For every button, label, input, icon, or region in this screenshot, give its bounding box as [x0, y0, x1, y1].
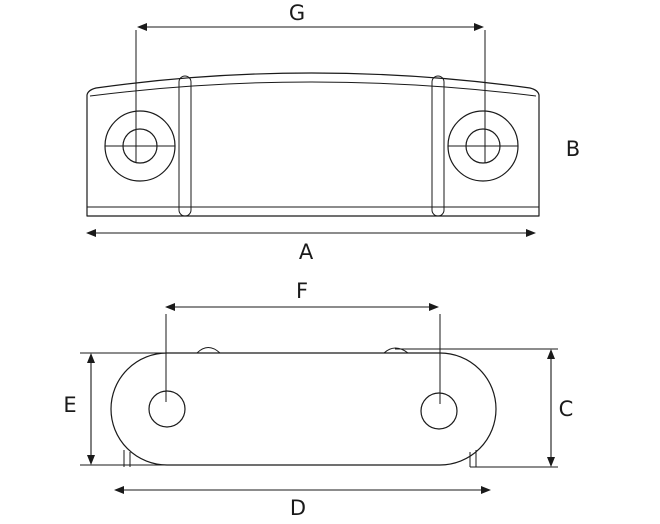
plan-view-bump-left [196, 347, 221, 354]
dimension-a-label: A [299, 240, 314, 264]
plan-view-hole-right [420, 392, 458, 430]
plan-view-hole-left [148, 390, 186, 428]
side-view-hole-right [447, 110, 519, 182]
dimension-a [86, 229, 536, 237]
dimension-f [165, 303, 439, 311]
plan-view: F E C D [63, 279, 573, 520]
dimension-g-label: G [289, 1, 305, 25]
dimension-d [114, 486, 491, 494]
dimension-d-label: D [290, 496, 306, 520]
side-view: G A B [86, 1, 580, 264]
dimension-e-label: E [63, 393, 76, 417]
dimension-g [137, 23, 484, 31]
dimension-e [87, 353, 95, 465]
dimension-b-label: B [566, 137, 580, 161]
side-view-hole-left [104, 110, 176, 182]
side-view-rib-right [431, 75, 445, 217]
plan-view-feet [123, 450, 477, 467]
dimension-c-label: C [559, 397, 574, 421]
plan-view-bump-right [383, 347, 409, 354]
side-view-body [86, 72, 540, 217]
dimension-f-label: F [296, 279, 308, 303]
plan-view-body [110, 352, 497, 466]
side-view-rib-left [178, 75, 192, 217]
dimension-c [547, 349, 555, 467]
side-view-top-edge [89, 81, 537, 97]
